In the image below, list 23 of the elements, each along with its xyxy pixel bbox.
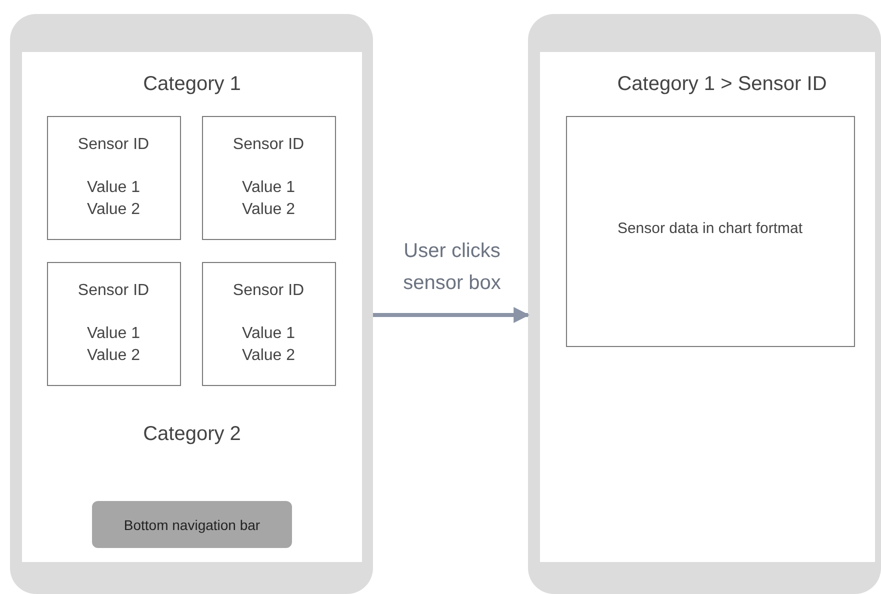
sensor-id: Sensor ID — [232, 281, 306, 301]
section-heading: Category 2 — [142, 422, 242, 447]
phone-frame — [10, 14, 373, 594]
chart-placeholder-text: Sensor data in chart fortmat — [616, 219, 804, 238]
sensor-values: Value 1 Value 2 — [240, 178, 296, 220]
sensor-card — [202, 116, 336, 240]
section-heading: Category 1 — [142, 72, 242, 97]
sensor-values: Value 1 Value 2 — [240, 324, 296, 366]
sensor-values: Value 1 Value 2 — [86, 324, 142, 366]
sensor-card — [47, 116, 181, 240]
chart-area — [566, 116, 855, 347]
sensor-card — [47, 262, 181, 386]
navigation-label: Bottom navigation bar — [124, 516, 260, 532]
sensor-values: Value 1 Value 2 — [86, 178, 142, 220]
phone-frame — [528, 14, 881, 594]
arrow — [373, 307, 530, 323]
edge-label: User clicks sensor box — [402, 239, 502, 296]
sensor-id: Sensor ID — [76, 135, 150, 155]
sensor-id: Sensor ID — [76, 281, 150, 301]
navigation-bar — [92, 501, 292, 548]
sensor-card — [202, 262, 336, 386]
sensor-id: Sensor ID — [232, 135, 306, 155]
screen-title: Category 1 > Sensor ID — [616, 72, 828, 97]
